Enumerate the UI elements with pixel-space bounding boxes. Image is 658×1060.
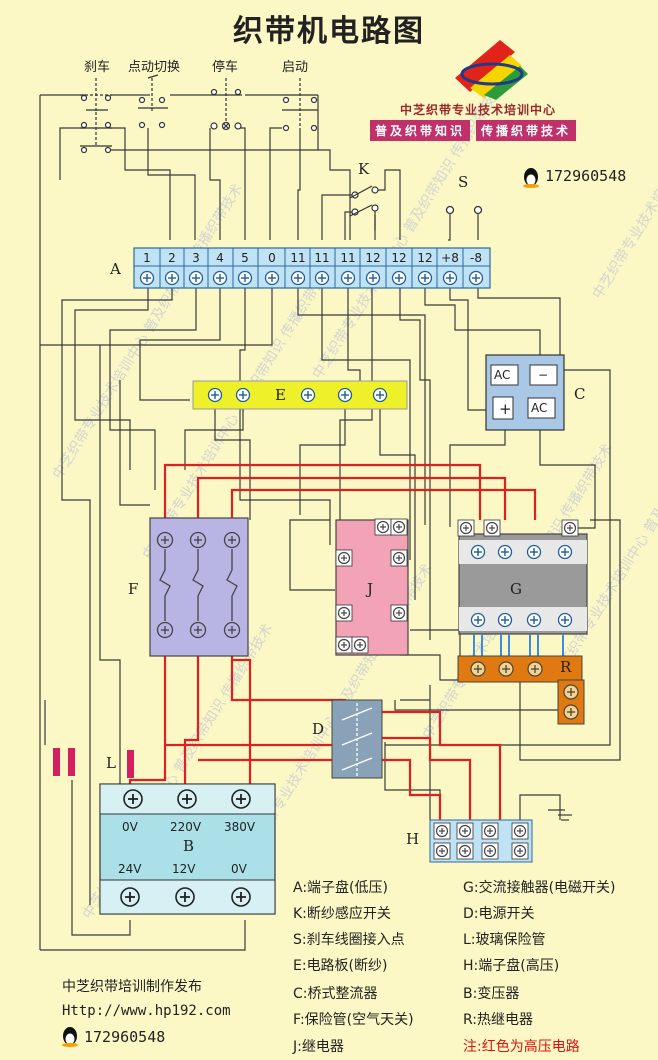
transformer-24v: 24V bbox=[118, 862, 142, 876]
terminal-block-a bbox=[133, 247, 491, 289]
transformer-b bbox=[99, 783, 276, 915]
stop-switch-label: 停车 bbox=[212, 60, 239, 75]
brand-logo bbox=[455, 40, 528, 100]
terminal-num: -8 bbox=[470, 251, 482, 265]
terminal-num: 12 bbox=[365, 251, 381, 265]
terminal-num: 0 bbox=[268, 251, 276, 265]
transformer-220v: 220V bbox=[170, 820, 202, 834]
slogan-right: 传播织带技术 bbox=[476, 120, 577, 141]
ac-contactor-g bbox=[457, 519, 588, 656]
legend-item: F:保险管(空气天关) bbox=[293, 1012, 414, 1028]
legend-item: G:交流接触器(电磁开关) bbox=[463, 880, 616, 896]
terminal-num: 2 bbox=[168, 251, 176, 265]
label-l: L bbox=[106, 754, 116, 772]
jog-switch-label: 点动切换 bbox=[128, 60, 181, 75]
legend-item: B:变压器 bbox=[463, 986, 520, 1002]
yarn-break-switch-k bbox=[349, 185, 379, 230]
page-title: 织带机电路图 bbox=[233, 14, 425, 49]
legend-item: S:刹车线圈接入点 bbox=[293, 932, 405, 948]
terminal-num: 11 bbox=[314, 251, 330, 265]
brake-coil-points-s bbox=[445, 205, 483, 215]
qq-number: 172960548 bbox=[545, 167, 627, 185]
label-h: H bbox=[406, 830, 420, 848]
label-f: F bbox=[128, 580, 139, 598]
slogan-left: 普及织带知识 bbox=[370, 120, 471, 141]
power-switch-d bbox=[331, 699, 383, 779]
start-switch bbox=[282, 78, 318, 132]
bridge-rectifier-c bbox=[485, 354, 565, 431]
org-name: 中芝织带专业技术培训中心 bbox=[400, 103, 557, 117]
legend-item: E:电路板(断纱) bbox=[293, 958, 388, 974]
terminal-block-h bbox=[429, 819, 533, 863]
label-d: D bbox=[312, 720, 325, 738]
slogan: 普及织带知识传播织带技术 bbox=[370, 120, 582, 141]
brake-switch-label: 刹车 bbox=[84, 60, 111, 75]
label-e: E bbox=[275, 386, 286, 404]
transformer-12v: 12V bbox=[172, 862, 196, 876]
label-c: C bbox=[574, 385, 586, 403]
glass-fuse-l bbox=[53, 748, 134, 778]
transformer-0v-out: 0V bbox=[231, 862, 247, 876]
terminal-num: 4 bbox=[216, 251, 224, 265]
terminal-num: 3 bbox=[192, 251, 200, 265]
footer-qq-number: 172960548 bbox=[84, 1028, 166, 1046]
rectifier-plus: + bbox=[499, 400, 512, 418]
label-s: S bbox=[458, 173, 469, 191]
terminal-num: 12 bbox=[391, 251, 407, 265]
label-k: K bbox=[358, 160, 370, 178]
relay-j bbox=[335, 518, 409, 656]
terminal-num: +8 bbox=[441, 251, 459, 265]
terminal-num: 11 bbox=[290, 251, 306, 265]
transformer-380v: 380V bbox=[224, 820, 256, 834]
terminal-num: 12 bbox=[417, 251, 433, 265]
label-b: B bbox=[183, 837, 195, 855]
legend-item: C:桥式整流器 bbox=[293, 986, 378, 1002]
transformer-0v-in: 0V bbox=[122, 820, 138, 834]
rectifier-ac-2: AC bbox=[531, 401, 548, 415]
legend-item: A:端子盘(低压) bbox=[293, 880, 388, 896]
start-switch-label: 启动 bbox=[282, 60, 309, 75]
terminal-num: 11 bbox=[340, 251, 356, 265]
terminal-num: 1 bbox=[143, 251, 151, 265]
label-r: R bbox=[560, 658, 572, 676]
high-voltage-note: 注:红色为高压电路 bbox=[463, 1039, 580, 1055]
legend-item: L:玻璃保险管 bbox=[463, 932, 546, 948]
terminal-num: 5 bbox=[241, 251, 249, 265]
control-wires bbox=[39, 94, 621, 951]
qq-penguin-icon-footer bbox=[62, 1027, 78, 1047]
legend-item: K:断纱感应开关 bbox=[293, 906, 391, 922]
label-a: A bbox=[110, 260, 121, 278]
legend-item: R:热继电器 bbox=[463, 1012, 534, 1028]
jog-switch bbox=[138, 74, 168, 129]
brake-switch bbox=[80, 78, 112, 154]
air-switch-f bbox=[149, 517, 249, 657]
legend-item: H:端子盘(高压) bbox=[463, 958, 560, 974]
footer-publisher: 中芝织带培训制作发布 bbox=[62, 979, 202, 995]
label-g: G bbox=[510, 580, 522, 598]
label-j: J bbox=[367, 580, 374, 598]
qq-penguin-icon bbox=[523, 168, 539, 188]
board-e bbox=[192, 380, 408, 410]
legend-item: D:电源开关 bbox=[463, 906, 535, 922]
legend-item: J:继电器 bbox=[293, 1039, 344, 1055]
footer-url[interactable]: Http://www.hp192.com bbox=[62, 1003, 231, 1019]
rectifier-minus: − bbox=[538, 368, 549, 382]
thermal-relay-r bbox=[457, 655, 585, 725]
stop-switch bbox=[210, 78, 242, 131]
rectifier-ac-1: AC bbox=[494, 368, 511, 382]
